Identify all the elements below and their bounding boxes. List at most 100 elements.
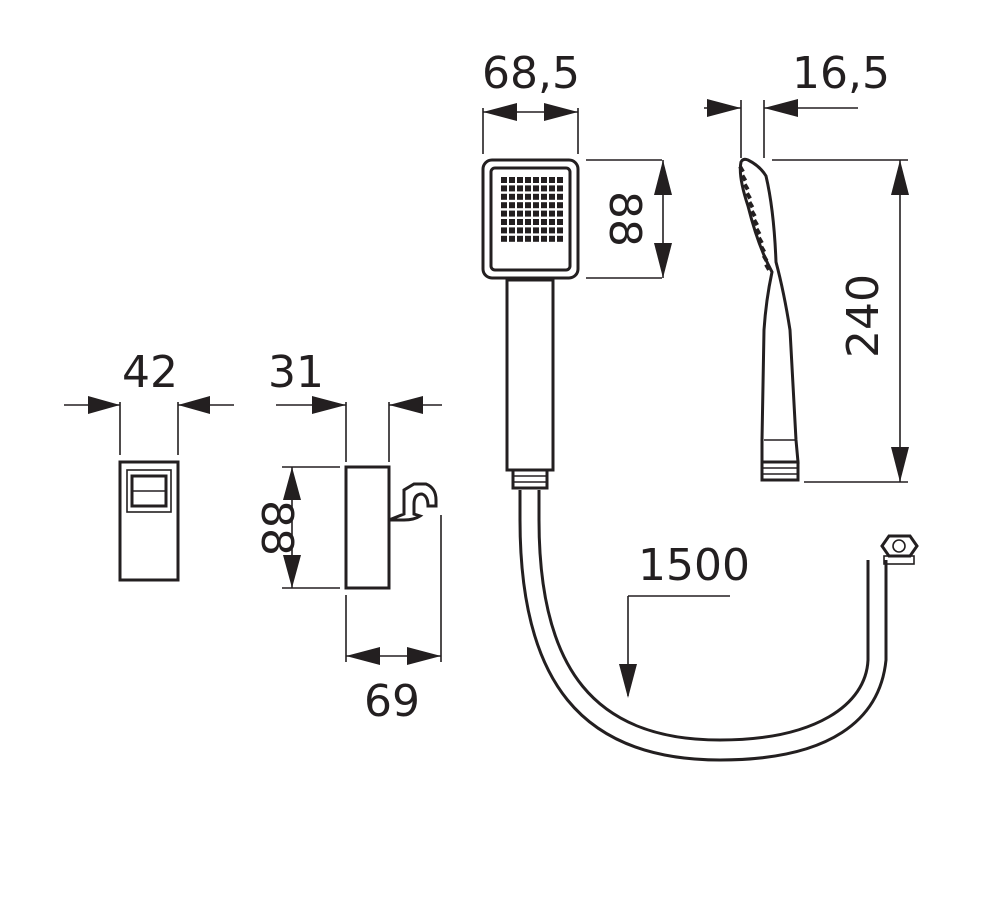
holder-height-label: 88 (251, 500, 302, 556)
nozzle (501, 185, 507, 192)
nozzle (517, 235, 523, 242)
nozzle (549, 219, 555, 225)
nozzle (509, 210, 515, 217)
nozzle (557, 210, 563, 217)
holder-depth-label: 69 (364, 676, 420, 727)
nozzle (549, 193, 555, 200)
nozzle (525, 193, 531, 200)
dimension-handset-length: 240 (772, 159, 909, 483)
side-nozzle (745, 192, 752, 200)
nozzle (549, 210, 555, 217)
side-thickness-label: 16,5 (792, 48, 890, 99)
nozzle (509, 193, 515, 200)
dimension-head-height: 88 (586, 159, 672, 279)
side-nozzle (759, 245, 767, 253)
wall-outlet-box (118, 460, 180, 582)
nozzle (501, 235, 507, 242)
nozzle (557, 235, 563, 242)
nozzle (517, 210, 523, 217)
nozzle (525, 177, 531, 183)
nozzle (525, 185, 531, 192)
nozzle (549, 227, 555, 234)
nozzle (549, 202, 555, 209)
head-height-label: 88 (599, 191, 650, 247)
nozzle (501, 219, 507, 225)
nozzle (541, 193, 547, 200)
side-nozzle (747, 201, 755, 209)
shower-hose (518, 490, 919, 762)
hand-shower-side (738, 157, 800, 482)
nozzle (533, 210, 539, 217)
dimension-hose-length: 1500 (619, 540, 750, 698)
nozzle (557, 185, 563, 192)
nozzle (517, 185, 523, 192)
head-width-label: 68,5 (482, 48, 580, 99)
nozzle (525, 219, 531, 225)
dimension-holder-height: 88 (251, 466, 340, 589)
side-nozzle (738, 165, 745, 173)
nozzle (501, 193, 507, 200)
hose-length-label: 1500 (638, 540, 750, 591)
nozzle (501, 227, 507, 234)
nozzle (549, 177, 555, 183)
nozzle (509, 202, 515, 209)
nozzle (501, 210, 507, 217)
nozzle (541, 227, 547, 234)
nozzle (557, 202, 563, 209)
side-nozzle (750, 210, 757, 218)
side-nozzle (742, 183, 750, 191)
nozzle (509, 177, 515, 183)
hand-shower-front (481, 158, 580, 490)
nozzle (541, 219, 547, 225)
nozzle (509, 219, 515, 225)
nozzle (557, 177, 563, 183)
dimension-side-thickness: 16,5 (704, 48, 890, 158)
side-nozzle (754, 227, 762, 236)
nozzle (509, 185, 515, 192)
nozzle (525, 227, 531, 234)
dimension-head-width: 68,5 (482, 48, 580, 154)
nozzle (549, 235, 555, 242)
nozzle (541, 210, 547, 217)
nozzle (541, 177, 547, 183)
dimension-holder-width: 31 (268, 347, 442, 462)
dimension-wall-box-width: 42 (64, 347, 234, 455)
nozzle (525, 210, 531, 217)
nozzle-grid (501, 177, 563, 242)
nozzle (557, 193, 563, 200)
side-nozzle (740, 174, 748, 182)
nozzle (525, 202, 531, 209)
wall-box-width-label: 42 (122, 347, 178, 398)
nozzle (541, 185, 547, 192)
nozzle (501, 177, 507, 183)
nozzle (517, 193, 523, 200)
nozzle (541, 202, 547, 209)
nozzle (533, 202, 539, 209)
nozzle (533, 185, 539, 192)
handset-length-label: 240 (838, 274, 889, 358)
nozzle (517, 219, 523, 225)
nozzle (501, 202, 507, 209)
side-nozzle (761, 254, 769, 262)
nozzle (557, 219, 563, 225)
nozzle (525, 235, 531, 242)
holder-width-label: 31 (268, 347, 324, 398)
nozzle (517, 202, 523, 209)
nozzle (517, 227, 523, 234)
nozzle (533, 219, 539, 225)
wall-holder (344, 465, 438, 590)
nozzle (533, 193, 539, 200)
side-nozzles (738, 165, 771, 271)
nozzle (533, 177, 539, 183)
nozzle (541, 235, 547, 242)
nozzle (509, 235, 515, 242)
nozzle (557, 227, 563, 234)
nozzle (533, 235, 539, 242)
dimension-holder-depth: 69 (345, 515, 442, 727)
side-nozzle (757, 236, 764, 245)
side-nozzle (764, 263, 771, 271)
nozzle (533, 227, 539, 234)
nozzle (517, 177, 523, 183)
nozzle (509, 227, 515, 234)
